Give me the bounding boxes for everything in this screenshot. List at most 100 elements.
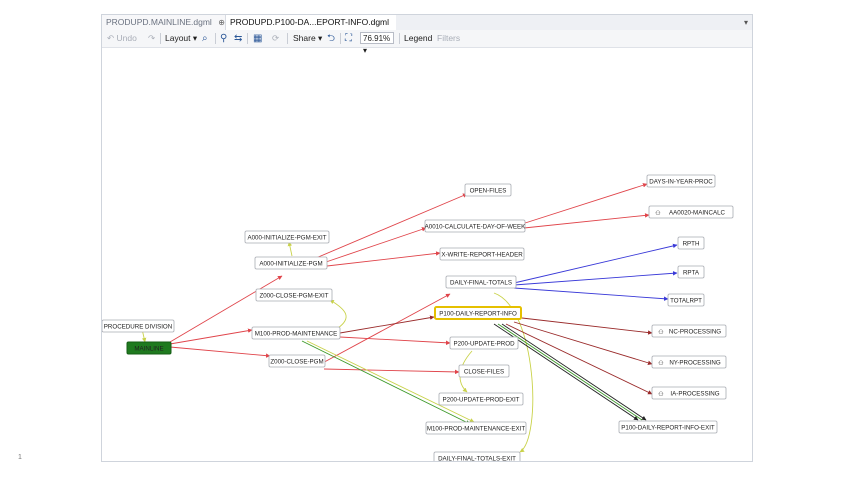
node-box <box>425 421 527 435</box>
hierarchy-icon: ⚇ <box>658 391 664 398</box>
node-rpth[interactable]: RPTH <box>677 236 705 250</box>
node-days-in-year[interactable]: DAYS-IN-YEAR-PROC <box>646 174 716 188</box>
share-label: Share <box>293 33 316 43</box>
edge-m100-to-p200 <box>339 336 451 346</box>
edge-daily-to-rpth <box>513 243 678 284</box>
layout-dropdown[interactable]: Layout ▾ <box>165 33 198 43</box>
node-aa0020[interactable]: ⚇AA0020-MAINCALC <box>648 205 734 219</box>
find-icon[interactable]: ⌕ <box>202 33 208 44</box>
edge-a000-to-a0010 <box>325 227 427 263</box>
graph-toolbar: ↶ Undo ↷ Layout ▾ ⌕ ⚲ ⇆ ▦ ⟳ Share ▾ ⮌ ⛶ … <box>102 30 752 55</box>
zoom-icon[interactable]: ⚲ <box>220 33 228 44</box>
node-box <box>268 354 326 368</box>
edge-p100-to-ny <box>513 321 653 365</box>
filters-button[interactable]: Filters <box>437 30 460 47</box>
node-label: Z000-CLOSE-PGM-EXIT <box>259 292 328 299</box>
edge-mainline-to-m100 <box>169 328 253 345</box>
node-label: A0010-CALCULATE-DAY-OF-WEEK <box>425 223 527 230</box>
tab-mainline[interactable]: PRODUPD.MAINLINE.dgml ⊕ ✕ <box>102 15 238 30</box>
node-label: P100-DAILY-REPORT-INFO-EXIT <box>621 424 715 431</box>
node-procedure-division[interactable]: PROCEDURE DIVISION <box>102 319 175 333</box>
node-m100[interactable]: M100-PROD-MAINTENANCE <box>251 326 341 340</box>
export-icon[interactable]: ⮌ <box>327 33 336 44</box>
document-tab-strip: PRODUPD.MAINLINE.dgml ⊕ ✕ PRODUPD.P100-D… <box>102 15 752 31</box>
edge-a0010-to-aa0020 <box>523 213 650 229</box>
node-box <box>651 386 727 400</box>
edge-a000-to-a000-exit <box>287 241 293 257</box>
dgml-editor-window: PRODUPD.MAINLINE.dgml ⊕ ✕ PRODUPD.P100-D… <box>101 14 753 462</box>
zoom-value: 76.91% <box>363 34 391 43</box>
node-label: DAYS-IN-YEAR-PROC <box>649 178 713 185</box>
node-box <box>618 420 718 434</box>
node-box <box>667 293 705 307</box>
fit-to-window-icon[interactable]: ⛶ <box>345 33 352 44</box>
node-ia[interactable]: ⚇IA-PROCESSING <box>651 386 727 400</box>
graph-view-icon[interactable]: ▦ <box>253 33 263 44</box>
node-p200-exit[interactable]: P200-UPDATE-PROD-EXIT <box>438 392 524 406</box>
node-box <box>651 324 727 338</box>
edge-daily-to-totalrpt <box>513 287 669 301</box>
node-p100[interactable]: P100-DAILY-REPORT-INFO <box>434 306 522 320</box>
node-m100-exit[interactable]: M100-PROD-MAINTENANCE-EXIT <box>425 421 527 435</box>
node-open-files[interactable]: OPEN-FILES <box>464 183 512 197</box>
edge-z000-to-daily <box>316 293 451 367</box>
node-box <box>648 205 734 219</box>
node-rpta[interactable]: RPTA <box>677 265 705 279</box>
node-box <box>438 392 524 406</box>
node-daily-final[interactable]: DAILY-FINAL-TOTALS <box>445 275 517 289</box>
node-label: DAILY-FINAL-TOTALS <box>450 279 512 286</box>
node-totalrpt[interactable]: TOTALRPT <box>667 293 705 307</box>
node-box <box>651 355 727 369</box>
node-z000-exit[interactable]: Z000-CLOSE-PGM-EXIT <box>255 288 333 302</box>
node-label: P200-UPDATE-PROD-EXIT <box>443 396 520 403</box>
node-box <box>449 336 519 350</box>
chevron-down-icon[interactable]: ▾ <box>743 18 748 27</box>
share-dropdown[interactable]: Share ▾ <box>293 33 323 43</box>
edge-z000-to-close-files <box>323 368 460 375</box>
node-box <box>434 306 522 320</box>
swap-icon[interactable]: ⇆ <box>234 33 243 44</box>
node-label: NY-PROCESSING <box>669 359 721 366</box>
node-p100-exit[interactable]: P100-DAILY-REPORT-INFO-EXIT <box>618 420 718 434</box>
node-a000-exit[interactable]: A000-INITIALIZE-PGM-EXIT <box>244 230 330 244</box>
legend-button[interactable]: Legend <box>404 30 432 47</box>
node-box <box>251 326 341 340</box>
tab-p100-daily-report-info[interactable]: PRODUPD.P100-DA...EPORT-INFO.dgml <box>226 15 396 30</box>
refresh-icon[interactable]: ⟳ <box>272 33 280 43</box>
node-close-files[interactable]: CLOSE-FILES <box>458 364 510 378</box>
edge-m100-to-p100 <box>339 315 435 334</box>
ruler-label: 1 <box>18 454 22 461</box>
undo-button[interactable]: ↶ Undo <box>107 30 137 47</box>
node-box <box>102 319 175 333</box>
node-daily-final-exit[interactable]: DAILY-FINAL-TOTALS-EXIT <box>433 451 521 461</box>
node-label: CLOSE-FILES <box>464 368 504 375</box>
node-label: P100-DAILY-REPORT-INFO <box>439 310 517 317</box>
node-mainline[interactable]: MAINLINE <box>126 341 172 355</box>
node-label: X-WRITE-REPORT-HEADER <box>441 251 523 258</box>
node-box <box>458 364 510 378</box>
node-z000[interactable]: Z000-CLOSE-PGM <box>268 354 326 368</box>
toolbar-separator <box>340 33 341 44</box>
edge-daily-to-rpta <box>513 271 678 286</box>
hierarchy-icon: ⚇ <box>658 360 664 367</box>
node-a0010[interactable]: A0010-CALCULATE-DAY-OF-WEEK <box>424 219 527 233</box>
node-label: M100-PROD-MAINTENANCE-EXIT <box>427 425 526 432</box>
node-box <box>439 247 525 261</box>
pin-icon[interactable]: ⊕ <box>218 18 225 27</box>
graph-canvas[interactable]: PROCEDURE DIVISION MAINLINE A000-INITIALIZ… <box>102 48 752 461</box>
node-label: DAILY-FINAL-TOTALS-EXIT <box>438 455 516 461</box>
node-label: A000-INITIALIZE-PGM <box>259 260 322 267</box>
edge-m100-to-m100-exit-green <box>301 340 471 425</box>
node-box <box>126 341 172 355</box>
node-box <box>464 183 512 197</box>
hierarchy-icon: ⚇ <box>655 210 661 217</box>
zoom-level-dropdown[interactable]: 76.91% ▾ <box>360 32 394 55</box>
node-a000[interactable]: A000-INITIALIZE-PGM <box>254 256 328 270</box>
redo-button[interactable]: ↷ <box>148 30 155 47</box>
node-nc[interactable]: ⚇NC-PROCESSING <box>651 324 727 338</box>
node-ny[interactable]: ⚇ NY-PROCESSING <box>651 355 727 369</box>
layout-label: Layout <box>165 33 191 43</box>
node-x-write[interactable]: X-WRITE-REPORT-HEADER <box>439 247 525 261</box>
node-p200[interactable]: P200-UPDATE-PROD <box>449 336 519 350</box>
tab-label: PRODUPD.MAINLINE.dgml <box>106 17 212 27</box>
